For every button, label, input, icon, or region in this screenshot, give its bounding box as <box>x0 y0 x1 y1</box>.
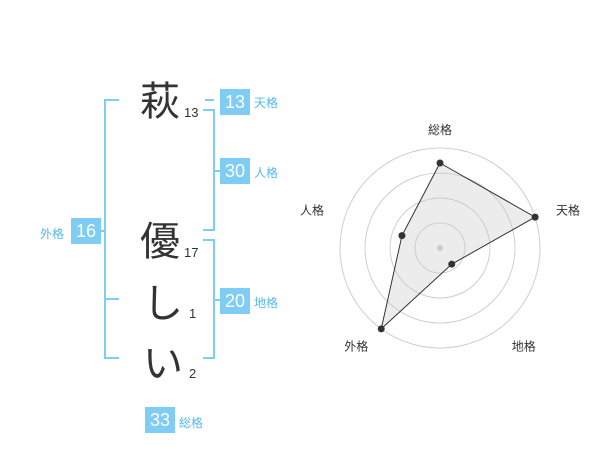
radar-point-5 <box>398 232 406 240</box>
tenkaku-label: 天格 <box>254 96 279 110</box>
radar-ring-1 <box>414 222 466 274</box>
gaikaku-badge: 16 <box>71 218 101 244</box>
stroke-count-2: 17 <box>184 245 199 260</box>
stroke-count-1: 13 <box>184 105 199 120</box>
name-char-2: 優 <box>140 219 180 265</box>
stroke-count-4: 2 <box>189 366 197 381</box>
soukaku-badge: 33 <box>145 407 175 433</box>
radar-area <box>380 162 537 331</box>
radar-axis-label-3: 地格 <box>512 339 536 354</box>
stroke-count-3: 1 <box>189 306 197 321</box>
radar-ring-4 <box>339 147 541 349</box>
radar-axis-label-2: 天格 <box>556 202 580 217</box>
chikaku-badge: 20 <box>220 288 250 314</box>
gaikaku-label: 外格 <box>40 227 65 241</box>
name-char-4: い <box>143 341 183 387</box>
jinkaku-label: 人格 <box>254 166 279 180</box>
radar-point-1 <box>436 159 444 167</box>
radar-point-4 <box>377 325 385 333</box>
radar-point-2 <box>531 213 539 221</box>
name-char-3: し <box>143 281 183 327</box>
gaikaku-bracket <box>104 99 119 359</box>
radar-axis-label-5: 人格 <box>300 202 324 217</box>
name-char-1: 萩 <box>140 79 180 125</box>
jinkaku-badge: 30 <box>220 158 250 184</box>
radar-ring-2 <box>389 197 491 299</box>
tenkaku-badge: 13 <box>220 89 250 115</box>
radar-point-3 <box>448 260 456 268</box>
radar-axis-label-1: 総格 <box>428 122 452 137</box>
chikaku-label: 地格 <box>254 296 279 310</box>
soukaku-label: 総格 <box>179 416 204 430</box>
radar-axis-label-4: 外格 <box>344 339 368 354</box>
radar-center-dot <box>437 245 443 251</box>
radar-ring-3 <box>364 172 516 324</box>
